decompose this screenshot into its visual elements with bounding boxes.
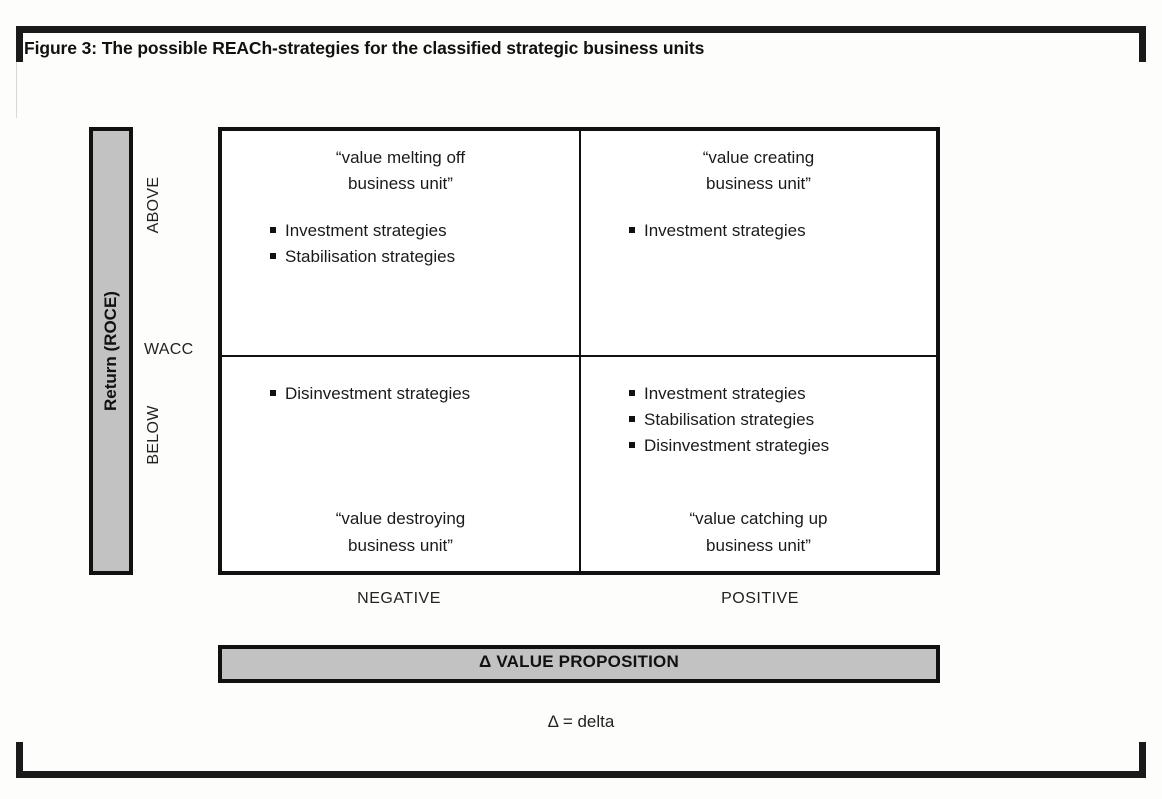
- quadrant-label: “value catching up business unit”: [581, 506, 936, 559]
- y-tick-wacc: WACC: [144, 341, 194, 358]
- square-bullet-icon: [270, 390, 276, 396]
- list-item: Stabilisation strategies: [629, 407, 936, 433]
- strategy-label: Investment strategies: [644, 220, 806, 240]
- strategy-label: Disinvestment strategies: [644, 435, 830, 455]
- strategy-label: Stabilisation strategies: [285, 246, 456, 266]
- square-bullet-icon: [629, 390, 635, 396]
- strategy-list: Investment strategies Stabilisation stra…: [270, 218, 579, 270]
- y-tick-above: ABOVE: [145, 176, 162, 234]
- quadrant-label-line2: business unit”: [348, 535, 453, 555]
- quadrant-value-destroying: Disinvestment strategies “value destroyi…: [222, 355, 579, 571]
- square-bullet-icon: [629, 441, 635, 448]
- quadrant-label-line2: business unit”: [706, 174, 811, 194]
- x-axis-title: Δ VALUE PROPOSITION: [479, 652, 679, 671]
- x-tick-negative: NEGATIVE: [357, 590, 441, 607]
- quadrant-value-creating: “value creating business unit” Investmen…: [579, 131, 936, 355]
- frame-bracket-top-left: [16, 26, 23, 62]
- strategy-list: Investment strategies: [629, 218, 936, 244]
- list-item: Investment strategies: [629, 218, 936, 244]
- frame-bracket-bottom-left: [16, 742, 23, 778]
- square-bullet-icon: [629, 415, 635, 422]
- square-bullet-icon: [629, 226, 635, 233]
- quadrant-label: “value creating business unit”: [581, 145, 936, 198]
- frame-top-rule: [16, 26, 1146, 33]
- figure-title: Figure 3: The possible REACh-strategies …: [24, 38, 705, 58]
- strategy-matrix: “value melting off business unit” Invest…: [218, 127, 940, 575]
- list-item: Investment strategies: [629, 381, 936, 407]
- x-tick-positive: POSITIVE: [721, 590, 799, 607]
- frame-bracket-bottom-right: [1139, 742, 1146, 778]
- figure-footnote: Δ = delta: [547, 712, 615, 731]
- quadrant-label: “value destroying business unit”: [222, 506, 579, 559]
- quadrant-label: “value melting off business unit”: [222, 145, 579, 198]
- square-bullet-icon: [270, 252, 276, 259]
- square-bullet-icon: [270, 226, 276, 233]
- x-axis-bar: Δ VALUE PROPOSITION: [218, 645, 940, 683]
- y-axis-bar: Return (ROCE): [89, 127, 133, 575]
- list-item: Investment strategies: [270, 218, 579, 244]
- y-axis-title: Return (ROCE): [101, 291, 120, 411]
- y-tick-below: BELOW: [145, 405, 162, 465]
- quadrant-label-line1: “value destroying: [335, 509, 466, 529]
- list-item: Stabilisation strategies: [270, 244, 579, 270]
- quadrant-label-line1: “value melting off: [335, 148, 466, 167]
- frame-left-hairline: [16, 62, 17, 118]
- strategy-list: Disinvestment strategies: [270, 381, 579, 407]
- frame-bottom-rule: [16, 771, 1146, 778]
- quadrant-label-line1: “value catching up: [689, 509, 828, 529]
- strategy-label: Stabilisation strategies: [644, 409, 815, 429]
- frame-bracket-top-right: [1139, 26, 1146, 62]
- quadrant-value-melting-off: “value melting off business unit” Invest…: [222, 131, 579, 355]
- strategy-label: Disinvestment strategies: [285, 384, 471, 403]
- strategy-label: Investment strategies: [644, 384, 806, 403]
- quadrant-value-catching-up: Investment strategies Stabilisation stra…: [579, 355, 936, 571]
- strategy-list: Investment strategies Stabilisation stra…: [629, 381, 936, 458]
- list-item: Disinvestment strategies: [629, 433, 936, 459]
- quadrant-label-line1: “value creating: [702, 148, 815, 167]
- list-item: Disinvestment strategies: [270, 381, 579, 407]
- strategy-label: Investment strategies: [285, 220, 447, 240]
- quadrant-label-line2: business unit”: [348, 174, 453, 194]
- quadrant-label-line2: business unit”: [706, 535, 811, 555]
